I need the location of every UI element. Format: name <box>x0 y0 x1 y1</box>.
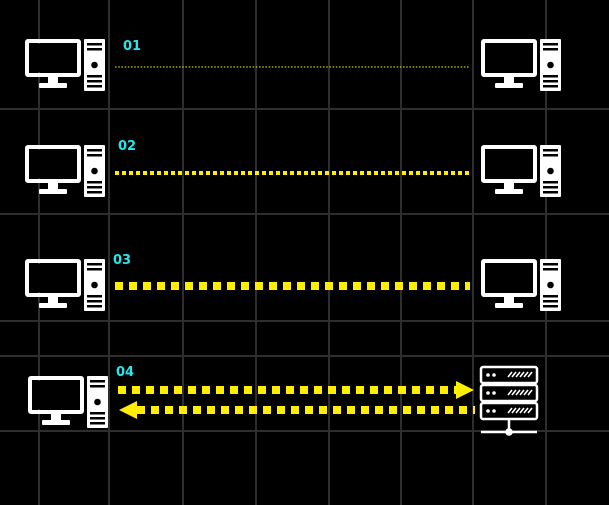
computer-icon <box>25 37 107 93</box>
computer-icon <box>25 257 107 313</box>
grid-line <box>400 0 402 505</box>
row-label-03: 03 <box>113 253 132 268</box>
row-label-02: 02 <box>118 139 137 154</box>
arrow-head-right-icon <box>456 381 474 399</box>
row-label-04: 04 <box>116 365 135 380</box>
computer-icon <box>481 257 563 313</box>
computer-icon <box>481 143 563 199</box>
grid-line <box>545 0 547 505</box>
grid-line <box>38 0 40 505</box>
computer-icon <box>25 143 107 199</box>
computer-icon <box>28 374 110 430</box>
grid-line <box>255 0 257 505</box>
arrow-head-left-icon <box>119 401 137 419</box>
computer-icon <box>481 37 563 93</box>
grid-line <box>0 320 609 322</box>
grid-line <box>182 0 184 505</box>
grid-line <box>108 0 110 505</box>
grid-line <box>0 213 609 215</box>
server-icon <box>479 365 539 438</box>
grid-line <box>0 355 609 357</box>
grid-line <box>472 0 474 505</box>
grid-line <box>328 0 330 505</box>
grid-line <box>0 430 609 432</box>
row-label-01: 01 <box>123 39 142 54</box>
grid-line <box>0 108 609 110</box>
